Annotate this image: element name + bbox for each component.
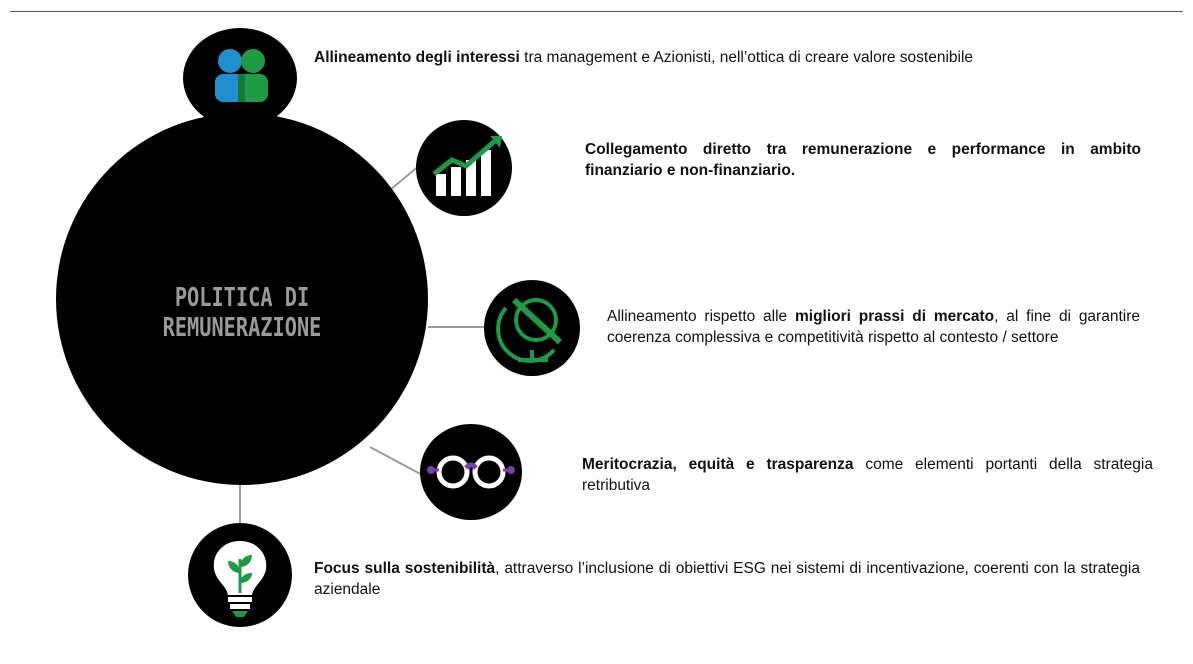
item-bold-interests: Allineamento degli interessi <box>314 49 520 66</box>
item-pre-best-practices: Allineamento rispetto alle <box>607 308 795 325</box>
node-best-practices <box>484 280 580 376</box>
item-bold-meritocracy: Meritocrazia, equità e trasparenza <box>582 456 854 473</box>
node-meritocracy <box>420 424 522 520</box>
central-circle: POLITICA DI REMUNERAZIONE <box>56 113 428 485</box>
globe-icon <box>496 297 563 363</box>
item-rest-sustainability: , attraverso l’inclusione di obiettivi E… <box>314 560 1140 598</box>
people-icon <box>215 49 268 102</box>
glasses-icon <box>427 455 515 489</box>
item-text-meritocracy: Meritocrazia, equità e trasparenza come … <box>582 454 1153 496</box>
item-rest-meritocracy: come elementi portanti della strategia r… <box>582 456 1153 494</box>
item-rest-interests: tra management e Azionisti, nell’ottica … <box>519 49 974 66</box>
item-text-performance: Collegamento diretto tra remunerazione e… <box>585 139 1141 181</box>
item-rest-best-practices: , al fine di garantire coerenza compless… <box>607 308 1140 346</box>
item-bold-sustainability: Focus sulla sostenibilità <box>314 560 496 577</box>
center-title: POLITICA DI REMUNERAZIONE <box>162 283 322 343</box>
item-bold-best-practices: migliori prassi di mercato <box>795 308 995 325</box>
node-interests <box>183 28 297 128</box>
node-performance <box>416 120 512 216</box>
growth-chart-icon <box>432 136 502 196</box>
item-text-interests: Allineamento degli interessi tra managem… <box>314 47 1140 68</box>
item-text-best-practices: Allineamento rispetto alle migliori pras… <box>607 306 1140 348</box>
node-sustainability <box>188 523 292 627</box>
lightbulb-sprout-icon <box>213 541 267 617</box>
item-bold-performance: Collegamento diretto tra remunerazione e… <box>585 141 1141 179</box>
item-text-sustainability: Focus sulla sostenibilità, attraverso l’… <box>314 558 1140 600</box>
top-divider <box>10 11 1183 12</box>
